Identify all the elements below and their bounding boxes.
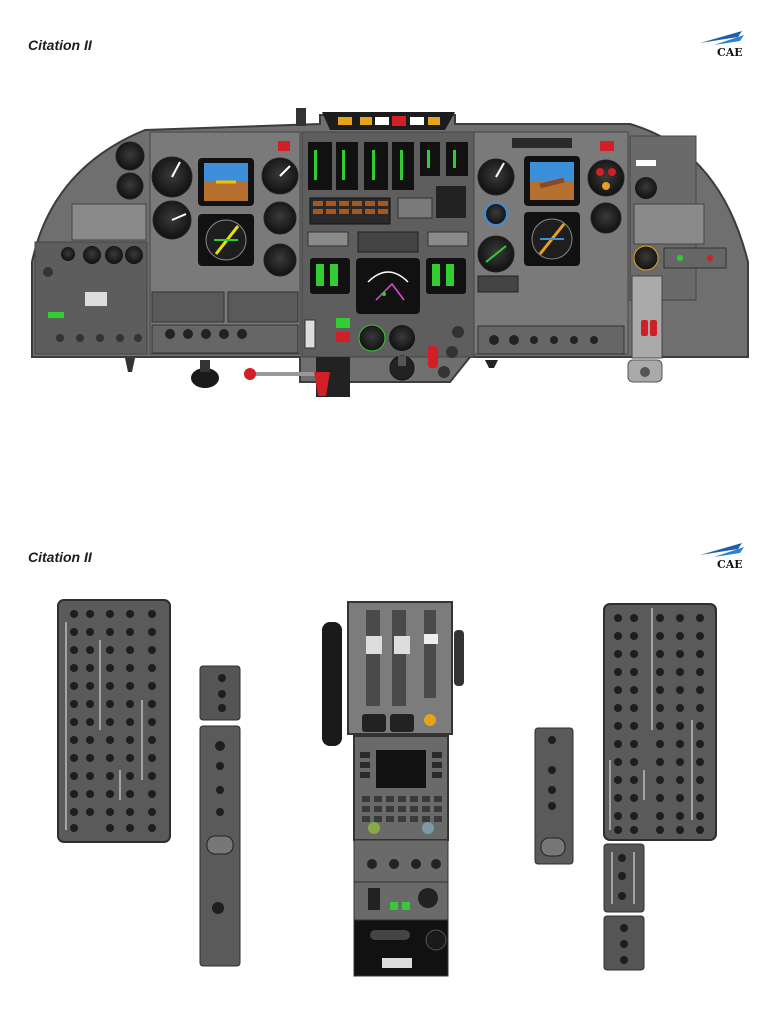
rmi-right [590, 202, 622, 234]
knob-blue[interactable] [422, 822, 434, 834]
red-annunciator-button[interactable] [336, 332, 350, 342]
altimeter-left [261, 157, 299, 195]
emergency-handle[interactable] [314, 372, 330, 396]
page-title: Citation II [28, 37, 92, 53]
left-display-window [85, 292, 107, 306]
cae-logo-mark-icon [700, 543, 744, 557]
fms-screen [376, 750, 426, 788]
clock-gauge [115, 141, 145, 171]
center-pedestal [322, 601, 464, 977]
cae-logo-2: CAE [694, 539, 750, 573]
radio-display-right [426, 258, 466, 294]
right-circuit-breaker-panel [603, 603, 717, 841]
fire-handle-right[interactable] [650, 320, 657, 336]
autopilot-toggle[interactable] [368, 888, 380, 910]
annunciator-panel [309, 197, 391, 225]
airspeed-indicator-right [477, 158, 515, 196]
warning-light-right[interactable] [600, 141, 614, 151]
compass-icon [296, 108, 306, 126]
pedestal-bottom-label [382, 958, 412, 968]
vsi-right [477, 235, 515, 273]
hsi-right [524, 212, 580, 266]
fuel-shutoff-switch[interactable] [428, 346, 438, 368]
nav-control-right[interactable] [427, 231, 469, 247]
nav-control-left[interactable] [307, 231, 349, 247]
rotary-selector[interactable] [389, 355, 415, 381]
cae-logo-text-2: CAE [717, 558, 743, 571]
master-warning-light[interactable] [392, 116, 406, 126]
rudder-trim-wheel[interactable] [454, 630, 464, 686]
throttle-lever-right[interactable] [394, 636, 410, 654]
radio-display-left [310, 258, 350, 294]
right-audio-panel [534, 727, 574, 865]
vsi-gauge [152, 200, 192, 240]
left-knobs [165, 329, 247, 339]
right-small-panel-2 [603, 915, 645, 971]
standby-altimeter [389, 325, 415, 351]
control-yoke-left[interactable] [191, 360, 219, 388]
engine-gauge-right [587, 159, 625, 197]
gear-lever[interactable] [304, 319, 316, 349]
left-switch-panel-2 [227, 291, 299, 323]
cae-logo-text: CAE [717, 46, 743, 59]
fms-keypad[interactable] [362, 796, 442, 822]
fire-handle-left[interactable] [641, 320, 648, 336]
altimeter-right [484, 202, 508, 226]
rmi-left [263, 201, 297, 235]
throttle-lever-left[interactable] [366, 636, 382, 654]
right-knobs [489, 335, 598, 345]
main-instrument-panel [31, 108, 749, 397]
left-audio-panel [199, 725, 241, 967]
green-annunciator-button[interactable] [336, 318, 350, 328]
cae-logo: CAE [694, 27, 750, 61]
left-tiller-icon [125, 358, 135, 372]
left-circuit-breaker-panel [57, 599, 171, 843]
left-switch-panel [151, 291, 225, 323]
flap-lever[interactable] [424, 634, 438, 644]
attitude-indicator-right [524, 156, 580, 206]
left-small-panel [199, 665, 241, 721]
engine-gauges-left [61, 246, 143, 264]
page-title-2: Citation II [28, 549, 92, 565]
elevator-trim-wheel[interactable] [322, 622, 342, 746]
autopilot-rotary-knob[interactable] [418, 888, 438, 908]
multifunction-display [356, 258, 420, 314]
radio-altimeter-left [263, 243, 297, 277]
standby-airspeed [358, 324, 386, 352]
airspeed-indicator [151, 156, 193, 198]
knob-green[interactable] [368, 822, 380, 834]
cae-logo-mark-icon [700, 31, 744, 45]
parking-brake-handle[interactable] [244, 368, 256, 380]
rudder-trim-knob[interactable] [425, 929, 447, 951]
standby-gauge [116, 172, 144, 200]
engine-tapes [308, 142, 468, 190]
attitude-indicator-left [198, 158, 254, 206]
right-tiller-icon [485, 360, 498, 368]
right-pedestal-panel [631, 275, 663, 359]
right-small-panel [603, 843, 645, 913]
warning-light-left[interactable] [278, 141, 290, 151]
clock-gauge-right [633, 177, 659, 271]
hsi-left [198, 214, 254, 266]
